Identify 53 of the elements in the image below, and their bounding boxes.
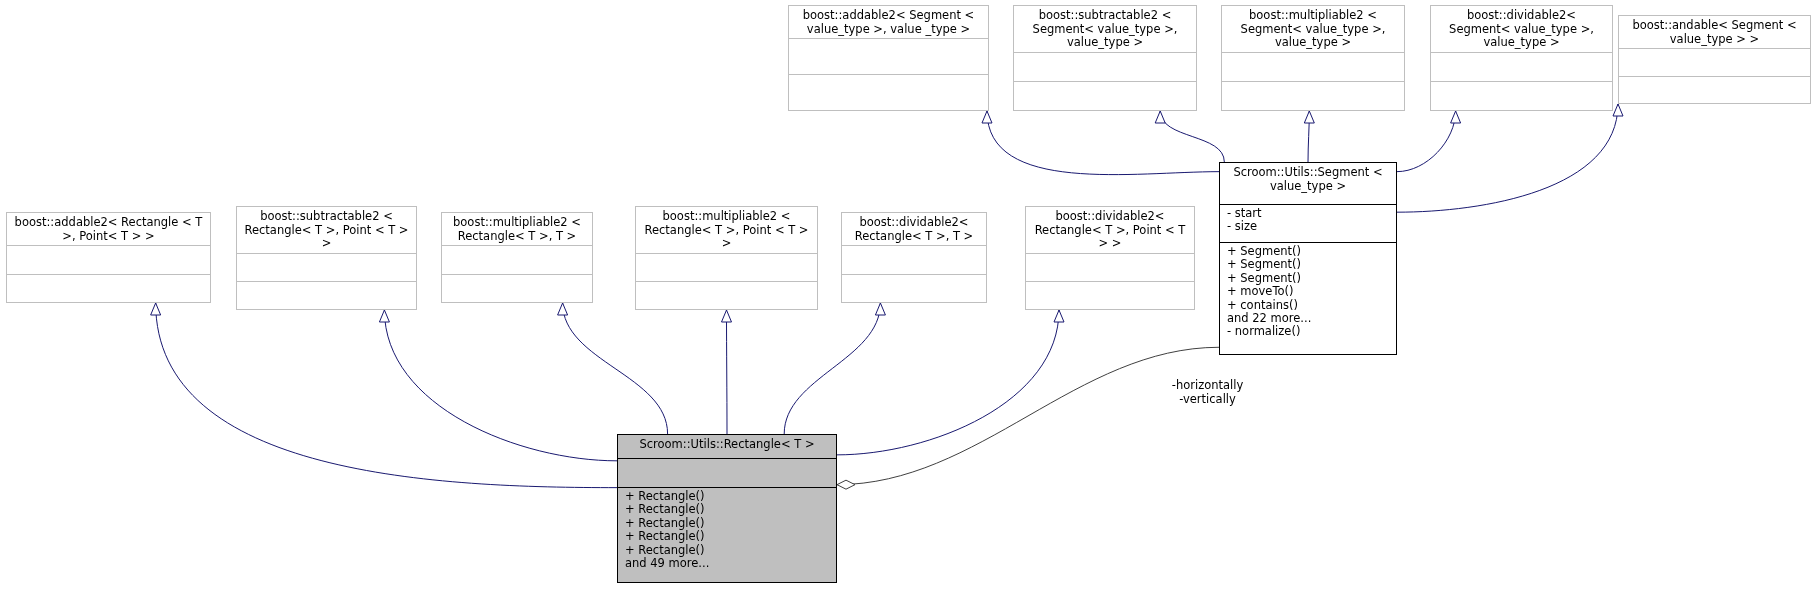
inheritance-arrow bbox=[721, 309, 732, 435]
member-text: - normalize() bbox=[1227, 325, 1302, 339]
member-text: + Segment() bbox=[1227, 258, 1302, 272]
member-text: + Segment() bbox=[1227, 245, 1302, 259]
class-name: boost::multipliable2 < Rectangle< T >, T > bbox=[453, 215, 581, 243]
inheritance-arrow bbox=[1303, 110, 1315, 163]
aggregation-connector bbox=[836, 346, 1220, 489]
member-text: + Segment() bbox=[1227, 271, 1302, 286]
class-box bbox=[6, 212, 211, 303]
inheritance-arrow bbox=[1157, 110, 1225, 163]
class-name: boost::dividable2< Rectangle< T >, Point < T > > bbox=[1034, 209, 1186, 250]
class-box bbox=[617, 434, 837, 583]
class-box bbox=[788, 5, 989, 111]
member-text: + moveTo() bbox=[1227, 285, 1294, 299]
member-text: + Rectangle() bbox=[625, 530, 706, 544]
inheritance-arrow bbox=[1396, 103, 1622, 213]
class-name: boost::dividable2< Segment< value_type >, value_type > bbox=[1449, 8, 1594, 49]
inheritance-arrow bbox=[983, 110, 1220, 176]
class-name: boost::subtractable2 < Segment< value_type >, value_type > bbox=[1032, 8, 1178, 49]
class-box bbox=[841, 212, 987, 303]
member-text: + Rectangle() bbox=[625, 503, 706, 517]
inheritance-arrow bbox=[836, 309, 1064, 456]
class-name: boost::addable2< Rectangle < T >, Point< T > > bbox=[14, 215, 203, 243]
member-text: + Rectangle() bbox=[625, 543, 706, 557]
class-name: boost::addable2< Segment < value_type >, value _type > bbox=[802, 8, 975, 36]
inheritance-arrow bbox=[783, 302, 885, 435]
class-box bbox=[1618, 15, 1811, 104]
member-text: + Rectangle() bbox=[625, 516, 706, 531]
class-box bbox=[1219, 162, 1397, 355]
member-text: and 22 more... bbox=[1227, 312, 1313, 326]
class-name: boost::multipliable2 < Segment< value_type >, value_type > bbox=[1240, 8, 1386, 49]
inheritance-arrow bbox=[151, 302, 618, 489]
class-name: boost::dividable2< Rectangle< T >, T > bbox=[854, 215, 974, 243]
inheritance-arrow bbox=[380, 309, 618, 462]
class-name: Scroom::Utils::Segment < value_type > bbox=[1233, 165, 1383, 193]
class-name: boost::andable< Segment < value_type > > bbox=[1632, 18, 1797, 46]
class-box bbox=[441, 212, 593, 303]
inheritance-arrow bbox=[1396, 110, 1461, 173]
member-text: + Rectangle() bbox=[625, 490, 706, 504]
member-text: - size bbox=[1227, 220, 1259, 234]
class-name: boost::multipliable2 < Rectangle< T >, Point < T > > bbox=[644, 209, 809, 250]
class-box bbox=[635, 206, 818, 310]
class-box bbox=[236, 206, 417, 310]
class-box bbox=[1221, 5, 1405, 111]
class-box bbox=[1025, 206, 1195, 310]
member-text: - start bbox=[1227, 207, 1263, 220]
class-box bbox=[1430, 5, 1613, 111]
class-name: boost::subtractable2 < Rectangle< T >, Point < T > > bbox=[244, 209, 409, 250]
member-text: and 49 more... bbox=[625, 557, 711, 571]
inheritance-arrow bbox=[558, 302, 669, 435]
class-box bbox=[1013, 5, 1197, 111]
class-name: Scroom::Utils::Rectangle< T > bbox=[639, 437, 815, 451]
member-text: + contains() bbox=[1227, 298, 1299, 312]
